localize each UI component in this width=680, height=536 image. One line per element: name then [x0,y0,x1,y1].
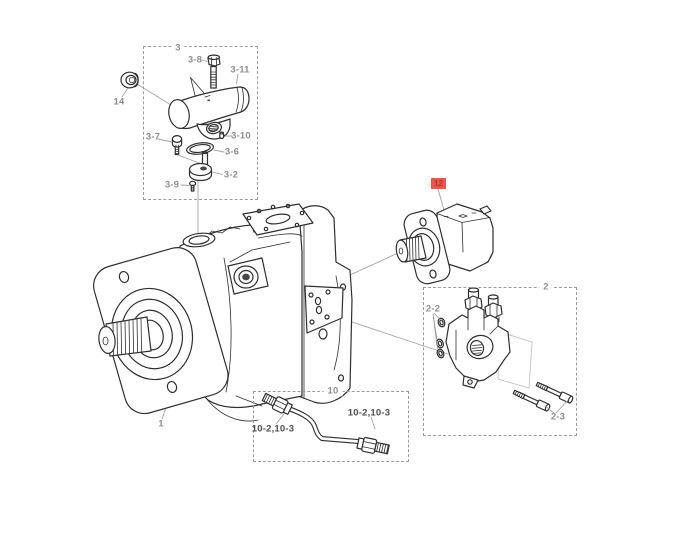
rear-port-plate [304,285,344,340]
callout-2-3: 2-3 [550,411,566,423]
gear-pump [395,203,494,285]
callout-14: 14 [113,96,125,108]
callout-10-2-10-3-left: 10-2,10-3 [251,423,295,435]
bolts-2-3 [512,381,574,412]
callout-3-6: 3-6 [224,146,240,158]
pin-3-10 [219,131,225,140]
callout-group-2: 2 [539,282,553,292]
drive-shaft [98,316,152,357]
callout-group-10: 10 [323,386,343,396]
bushing-3-2 [188,151,213,182]
callout-group-3: 3 [171,43,185,53]
valve-assembly-3 [120,54,250,192]
callout-3-10: 3-10 [231,130,251,142]
top-port [182,232,216,248]
callout-1: 1 [158,418,164,430]
gear-pump-shaft [395,235,427,263]
valve-unit-2 [432,287,574,414]
callout-3-9: 3-9 [164,179,180,191]
pipe-assembly-10 [261,392,390,455]
highlight-marker-12: 12 [431,178,446,189]
callout-3-8: 3-8 [187,54,203,66]
pipe-fitting-left [261,392,293,415]
side-boss [227,257,269,295]
bolt-3-8 [207,54,221,89]
callout-3-7: 3-7 [145,131,161,143]
main-pump-1 [93,203,353,422]
callout-3-11: 3-11 [230,64,250,76]
plug-right [484,294,503,323]
bolt-3-7 [171,135,183,156]
group-box-2 [423,287,577,436]
screw-3-9 [189,180,197,192]
pipe-fitting-right [356,436,390,455]
plug-14 [120,71,139,89]
callout-3-2: 3-2 [223,169,239,181]
group-box-3 [143,46,258,200]
callout-10-2-10-3-right: 10-2,10-3 [347,407,391,419]
top-mounting-pad [242,203,314,236]
o-ring-3-6 [186,142,214,155]
callout-2-2: 2-2 [425,303,441,315]
